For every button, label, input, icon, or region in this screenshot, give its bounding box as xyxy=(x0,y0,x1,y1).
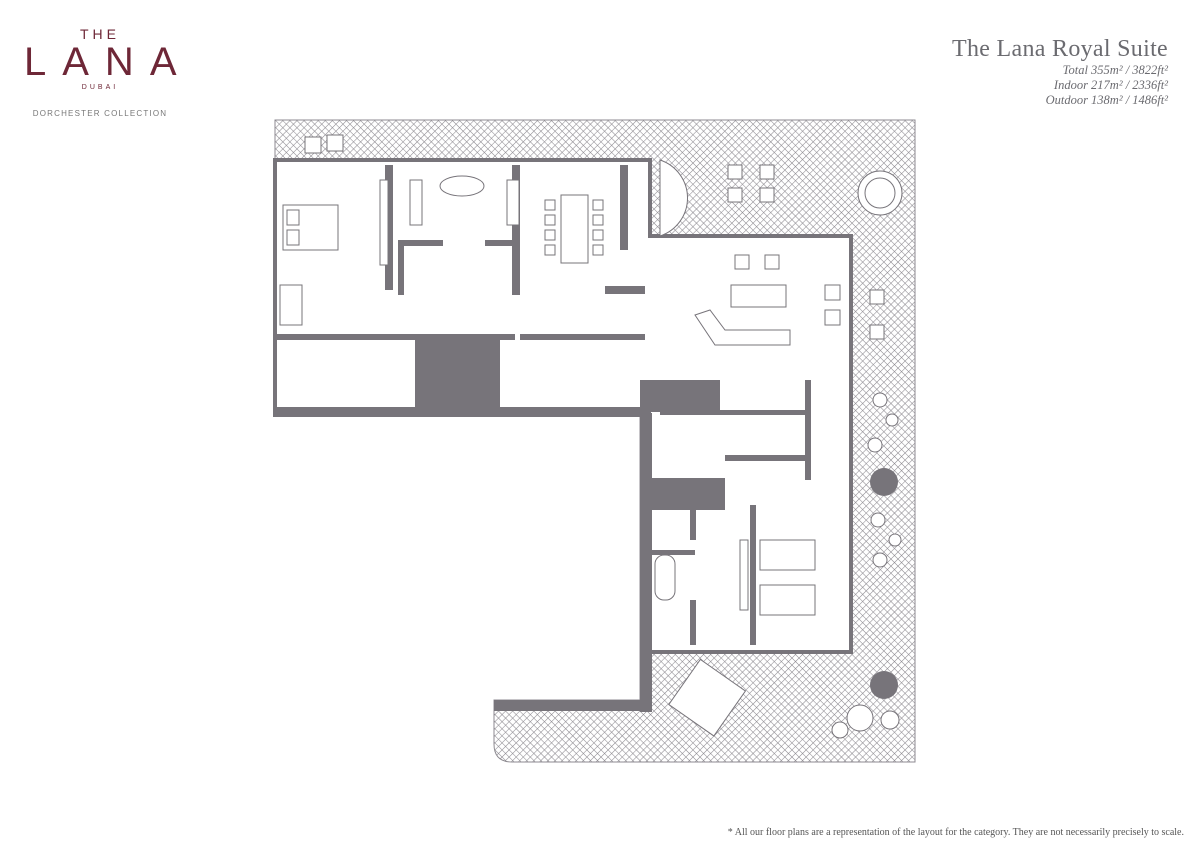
area-total: Total 355m² / 3822ft² xyxy=(1062,63,1168,77)
planter xyxy=(870,671,898,699)
suite-info: The Lana Royal Suite Total 355m² / 3822f… xyxy=(952,36,1168,108)
suite-title: The Lana Royal Suite xyxy=(952,36,1168,62)
planter xyxy=(870,468,898,496)
dining-table xyxy=(560,194,589,264)
logo-the: THE xyxy=(80,26,120,42)
logo-city: DUBAI xyxy=(81,84,119,91)
area-indoor: Indoor 217m² / 2336ft² xyxy=(1053,78,1168,92)
walls xyxy=(273,165,811,712)
logo-name: LANA xyxy=(24,40,193,84)
furniture xyxy=(279,134,903,739)
area-outdoor: Outdoor 138m² / 1486ft² xyxy=(1045,93,1168,107)
disclaimer: * All our floor plans are a representati… xyxy=(727,827,1184,838)
logo: THE LANA DUBAI DORCHESTER COLLECTION xyxy=(14,26,186,118)
logo-collection: DORCHESTER COLLECTION xyxy=(32,109,168,118)
bathtub xyxy=(439,175,485,197)
sofa xyxy=(730,284,787,308)
bed xyxy=(759,539,816,571)
